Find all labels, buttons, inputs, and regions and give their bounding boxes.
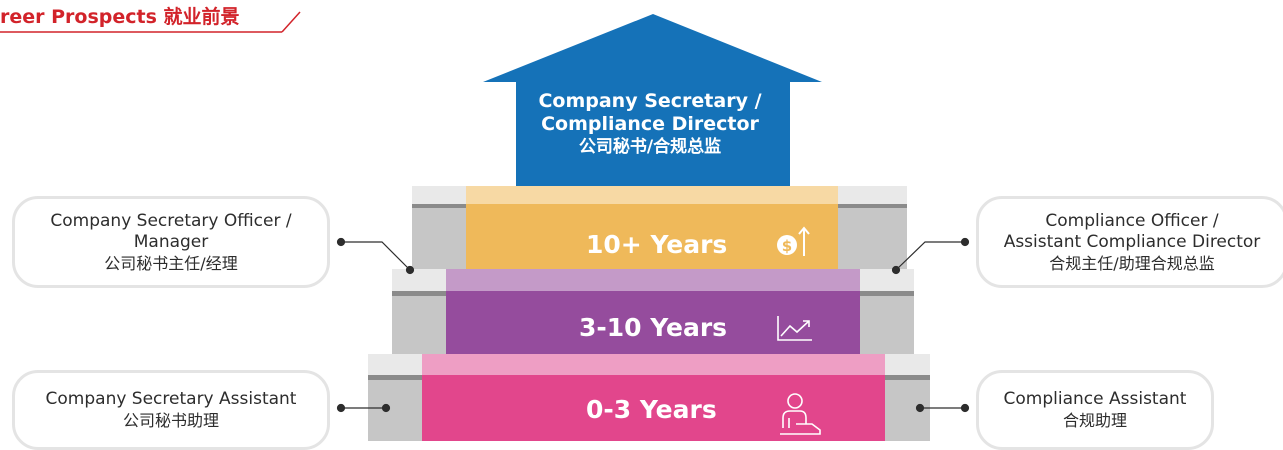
bottom-step-band [422,375,885,441]
title-slash [281,11,301,33]
step-label-top: 10+ Years [586,230,728,259]
arrow-label-line2: Compliance Director [541,113,759,135]
callout-right-top: Compliance Officer / Assistant Complianc… [976,196,1283,288]
callout-right-top-line2: Assistant Compliance Director [1003,231,1261,252]
step-label-bottom: 0-3 Years [586,395,717,424]
arrow-label-line3: 公司秘书/合规总监 [578,137,722,157]
callout-left-bottom-line1: Company Secretary Assistant [45,389,297,409]
callout-right-bottom-line2: 合规助理 [1062,411,1127,430]
step-label-mid: 3-10 Years [578,313,728,342]
mid-step-band [446,291,860,354]
connector-left-top [336,237,415,275]
top-step-band [466,204,838,269]
connector-left-bottom [336,403,391,413]
person-desk-icon [780,393,821,435]
mid-step-band-tread [446,269,860,291]
dollar-up-icon: $ [777,226,810,256]
callout-left-top-line3: 公司秘书主任/经理 [104,253,238,273]
svg-text:$: $ [782,237,792,255]
callout-right-top-line3: 合规主任/助理合规总监 [1049,253,1215,273]
arrow-label: Company Secretary / Compliance Director … [515,90,785,159]
page-title: reer Prospects 就业前景 [0,6,240,28]
bottom-step-band-tread [422,354,885,375]
callout-left-bottom: Company Secretary Assistant 公司秘书助理 [12,370,330,450]
connector-right-top [891,237,970,275]
callout-right-bottom-line1: Compliance Assistant [1003,389,1187,409]
career-arrow [483,14,822,186]
callout-right-bottom: Compliance Assistant 合规助理 [976,370,1214,450]
callout-left-top-line1: Company Secretary Officer / [50,210,292,231]
top-step-band-tread [466,186,838,204]
callout-left-top: Company Secretary Officer / Manager 公司秘书… [12,196,330,288]
connector-right-bottom [915,403,970,413]
callout-right-top-line1: Compliance Officer / [1045,210,1219,231]
growth-chart-icon [777,316,812,341]
arrow-label-line1: Company Secretary / [538,90,762,112]
callout-left-bottom-line2: 公司秘书助理 [122,411,219,430]
callout-left-top-line2: Manager [133,231,209,252]
